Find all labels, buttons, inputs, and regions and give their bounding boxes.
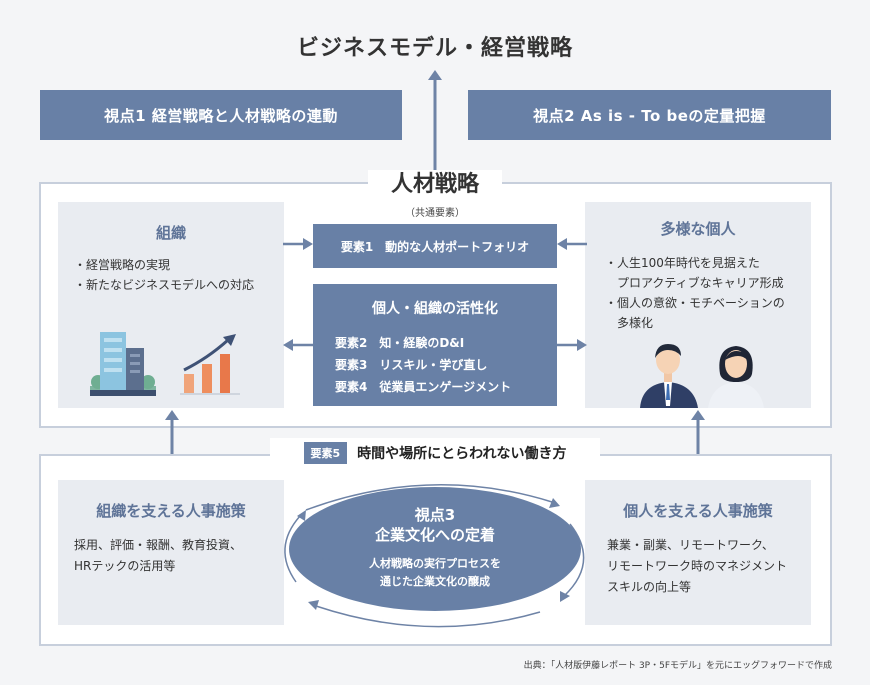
individual-item: ・人生100年時代を見据えた — [605, 256, 760, 270]
individual-support-panel: 個人を支える人事施策 兼業・副業、リモートワーク、 リモートワーク時のマネジメン… — [585, 480, 811, 625]
element5-tag: 要素5 — [303, 442, 348, 464]
view3-line: 通じた企業文化の醸成 — [380, 575, 490, 588]
individual-support-line: スキルの向上等 — [607, 580, 692, 594]
source-note: 出典：「人材版伊藤レポート 3P・5Fモデル」を元にエッグフォワードで作成 — [523, 661, 832, 671]
arrow-right-to-individual — [557, 339, 587, 351]
organization-panel: 組織 ・経営戦略の実現 ・新たなビジネスモデルへの対応 — [58, 202, 284, 408]
activation-element: 要素2 知・経験のD&I — [335, 336, 465, 350]
element1-box: 要素1 動的な人材ポートフォリオ — [313, 224, 557, 268]
common-elements-label: （共通要素） — [405, 208, 465, 219]
organization-title: 組織 — [155, 224, 186, 242]
arrow-left-to-element1 — [557, 238, 587, 250]
cycle-arrows — [284, 484, 585, 628]
individual-item: プロアクティブなキャリア形成 — [605, 276, 784, 290]
individual-item: ・個人の意欲・モチベーションの — [605, 296, 785, 310]
view3-line: 人材戦略の実行プロセスを — [369, 557, 501, 570]
view3-title1: 視点3 — [414, 506, 456, 524]
organization-support-line: HRテックの活用等 — [74, 559, 176, 573]
organization-support-line: 採用、評価・報酬、教育投資、 — [74, 538, 243, 552]
hr-strategy-title: 人材戦略 — [368, 170, 502, 200]
organization-support-title: 組織を支える人事施策 — [96, 502, 246, 520]
individual-panel: 多様な個人 ・人生100年時代を見据えた プロアクティブなキャリア形成 ・個人の… — [585, 202, 811, 408]
arrow-left-to-organization — [283, 339, 313, 351]
people-icon — [640, 344, 764, 408]
organization-item: ・新たなビジネスモデルへの対応 — [74, 278, 255, 292]
activation-title: 個人・組織の活性化 — [372, 301, 498, 317]
building-icon — [90, 332, 156, 396]
view2-box: 視点2 As is - To beの定量把握 — [468, 90, 831, 140]
individual-support-line: 兼業・副業、リモートワーク、 — [607, 538, 774, 552]
view3-ellipse: 視点3 企業文化への定着 人材戦略の実行プロセスを 通じた企業文化の醸成 — [289, 487, 581, 611]
element5-text: 時間や場所にとらわれない働き方 — [357, 446, 567, 462]
vertical-double-arrow — [428, 70, 442, 180]
organization-item: ・経営戦略の実現 — [74, 258, 171, 272]
growth-chart-icon — [180, 334, 240, 395]
activation-element: 要素4 従業員エンゲージメント — [335, 380, 512, 394]
individual-support-line: リモートワーク時のマネジメント — [607, 559, 788, 573]
organization-support-panel: 組織を支える人事施策 採用、評価・報酬、教育投資、 HRテックの活用等 — [58, 480, 284, 625]
page-title: ビジネスモデル・経営戦略 — [296, 36, 573, 61]
activation-element: 要素3 リスキル・学び直し — [335, 358, 488, 372]
individual-item: 多様化 — [605, 316, 654, 330]
activation-box: 個人・組織の活性化 要素2 知・経験のD&I 要素3 リスキル・学び直し 要素4… — [313, 284, 557, 406]
arrow-right-to-element1 — [283, 238, 313, 250]
individual-title: 多様な個人 — [660, 220, 736, 238]
view1-box: 視点1 経営戦略と人材戦略の連動 — [40, 90, 402, 140]
element5-header: 要素5 時間や場所にとらわれない働き方 — [270, 438, 600, 468]
view3-title2: 企業文化への定着 — [374, 526, 495, 544]
individual-support-title: 個人を支える人事施策 — [623, 502, 773, 520]
